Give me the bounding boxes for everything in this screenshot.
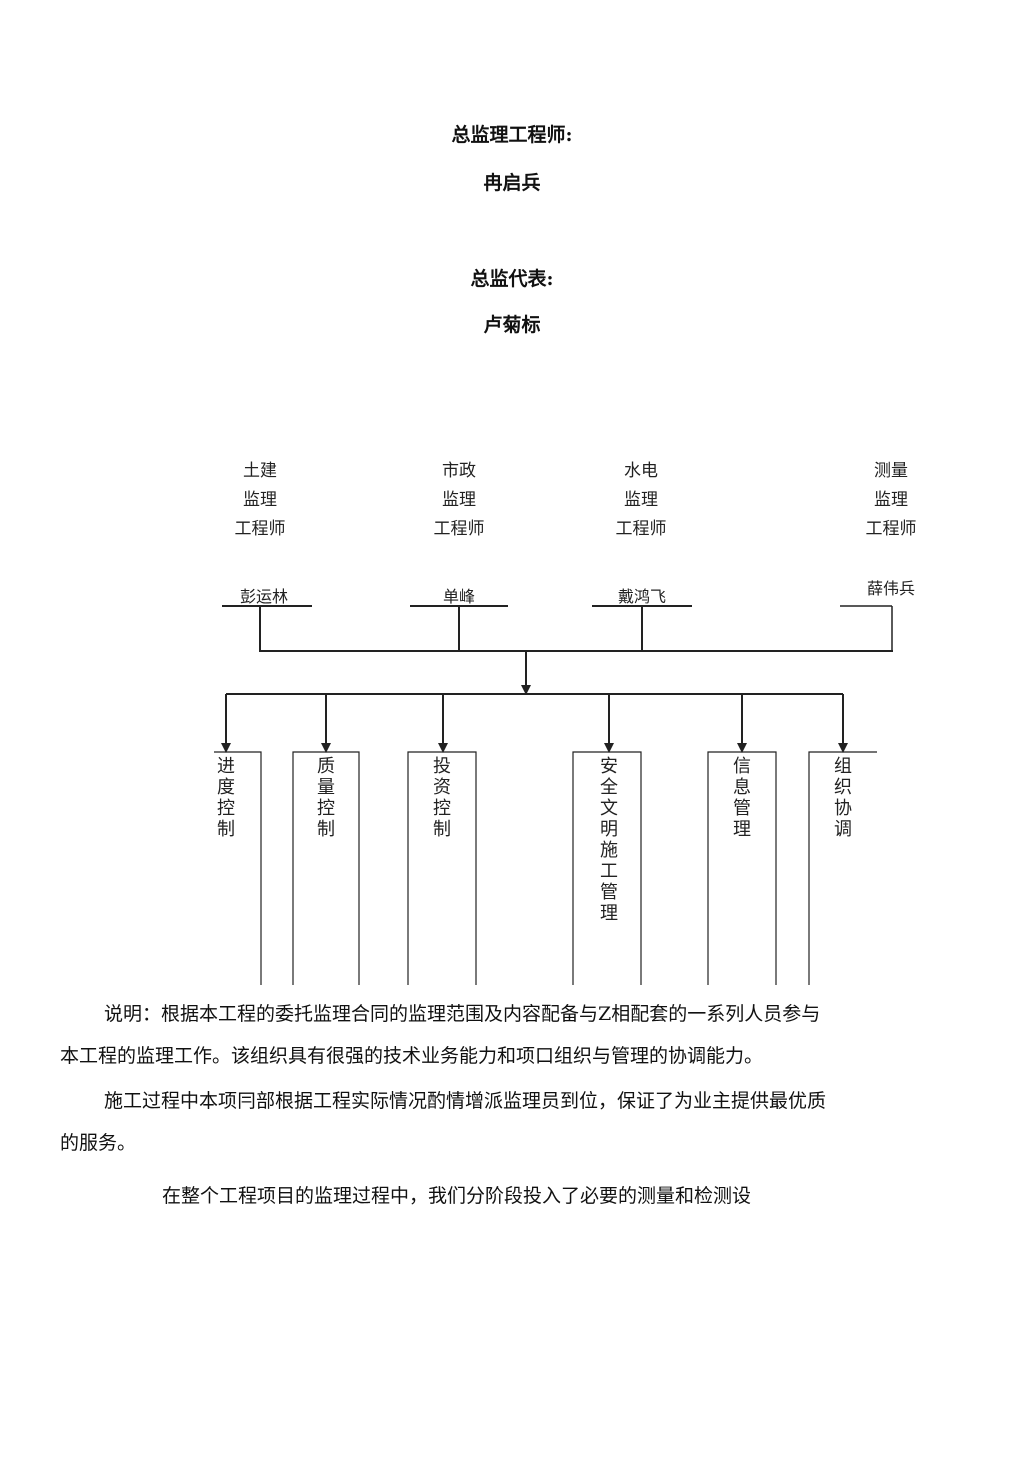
chief-engineer-title: 总监理工程师: [451, 124, 573, 146]
deputy-name: 卢菊标 [483, 314, 541, 336]
paragraph-3-line-1: 在整个工程项目的监理过程中，我们分阶段投入了必要的测量和检测设 [162, 1185, 752, 1207]
paragraph-1-line-1: 说明：根据本工程的委托监理合同的监理范围及内容配备与Z相配套的一系列人员参与 [104, 1003, 821, 1025]
engineer-2-line2: 监理 [442, 490, 476, 510]
function-box-5 [707, 751, 777, 985]
engineer-3-line1: 水电 [624, 461, 658, 481]
engineer-3-line3: 工程师 [615, 519, 667, 539]
engineer-role-3: 水电 监理 工程师 [581, 457, 701, 544]
engineer-name-1: 彭运林 [239, 587, 288, 606]
paragraph-1-line-2: 本工程的监理工作。该组织具有很强的技术业务能力和项口组织与管理的协调能力。 [60, 1045, 764, 1067]
engineer-4-line3: 工程师 [865, 519, 917, 539]
engineer-role-1: 土建 监理 工程师 [200, 457, 320, 544]
function-box-3 [407, 751, 477, 985]
paragraph-2-line-2: 的服务。 [60, 1132, 137, 1154]
chief-engineer-name: 冉启兵 [483, 172, 541, 194]
engineer-4-line1: 测量 [874, 461, 908, 481]
engineer-2-line3: 工程师 [433, 519, 485, 539]
paragraph-2-line-1: 施工过程中本项冃部根据工程实际情况酌情增派监理员到位，保证了为业主提供最优质 [104, 1090, 827, 1112]
function-box-6 [808, 751, 877, 985]
engineer-2-line1: 市政 [442, 461, 476, 481]
engineer-name-3: 戴鸿飞 [617, 587, 666, 606]
function-safety-management: 安全文明施工管理 [600, 756, 618, 924]
engineer-name-4: 薛伟兵 [866, 579, 915, 598]
engineer-1-line1: 土建 [243, 461, 277, 481]
function-coordination: 组织协调 [834, 756, 852, 840]
function-progress-control: 进度控制 [217, 756, 235, 840]
function-box-1 [214, 751, 262, 985]
deputy-title: 总监代表: [470, 268, 554, 290]
engineer-1-line3: 工程师 [234, 519, 286, 539]
engineer-1-line2: 监理 [243, 490, 277, 510]
function-information-management: 信息管理 [733, 756, 751, 840]
engineer-3-line2: 监理 [624, 490, 658, 510]
function-box-2 [292, 751, 360, 985]
engineer-role-2: 市政 监理 工程师 [399, 457, 519, 544]
function-box-4 [572, 751, 642, 985]
engineer-name-2: 单峰 [442, 587, 475, 606]
engineer-4-line2: 监理 [874, 490, 908, 510]
function-investment-control: 投资控制 [433, 756, 451, 840]
engineer-role-4: 测量 监理 工程师 [831, 457, 951, 544]
function-quality-control: 质量控制 [317, 756, 335, 840]
